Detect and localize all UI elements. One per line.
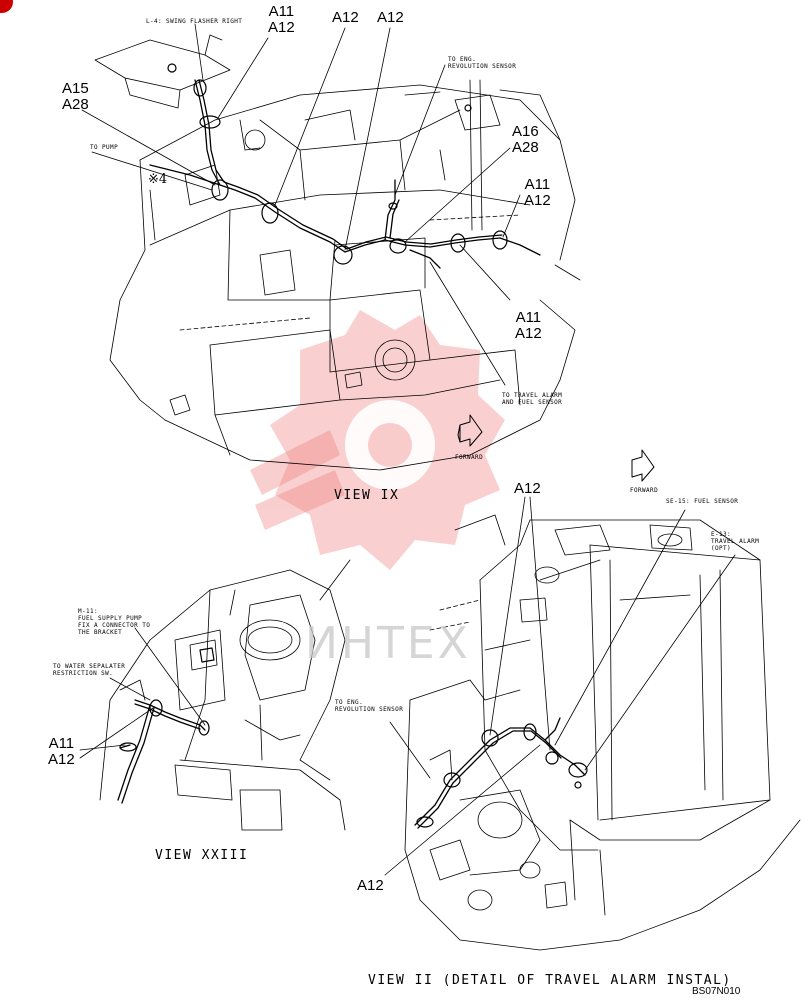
note-to-eng-rev-1: TO ENG. REVOLUTION SENSOR <box>448 56 517 70</box>
view-ii-title: VIEW II (DETAIL OF TRAVEL ALARM INSTAL) <box>368 973 732 988</box>
view-ii-harness <box>414 717 586 829</box>
view-xxiii-structure <box>99 559 351 831</box>
view-xxiii-title: VIEW XXIII <box>155 848 249 863</box>
view-ix-leaders <box>81 23 521 386</box>
callout-a11-a12-view-xxiii: A11 A12 <box>48 735 75 768</box>
note-forward-1: FORWARD <box>455 454 484 461</box>
callout-a15-a28: A15 A28 <box>62 80 89 113</box>
view-ix-harness <box>149 79 541 269</box>
view-xxiii-clamps <box>119 647 215 752</box>
note-travel-alarm-opt: E-13: TRAVEL ALARM (OPT) <box>711 531 760 552</box>
view-xxiii-leaders <box>79 627 206 759</box>
view-ii-structure <box>404 514 801 951</box>
view-ix-title: VIEW IX <box>334 488 400 503</box>
callout-a11-a12-top: A11 A12 <box>268 3 295 36</box>
note-fuel-supply-pump: M-11: FUEL SUPPLY PUMP FIX A CONNECTOR T… <box>78 608 151 636</box>
note-fuel-sensor: SE-15: FUEL SENSOR <box>666 498 739 505</box>
note-swing-flasher: L-4: SWING FLASHER RIGHT <box>146 18 243 25</box>
forward-arrow-icon <box>457 414 483 447</box>
note-water-separater: TO WATER SEPALATER RESTRICTION SW. <box>53 663 126 677</box>
note-to-travel-alarm: TO TRAVEL ALARM AND FUEL SENSOR <box>502 392 563 406</box>
note-to-eng-rev-2: TO ENG. REVOLUTION SENSOR <box>335 699 404 713</box>
callout-a12-top-2: A12 <box>377 9 404 26</box>
corner-badge <box>0 0 13 13</box>
note-forward-2: FORWARD <box>630 487 659 494</box>
view-xxiii-harness <box>117 699 206 804</box>
callout-a11-a12-mid: A11 A12 <box>515 309 542 342</box>
watermark-text: ИНТЕХ <box>305 618 471 669</box>
callout-a12-top-1: A12 <box>332 9 359 26</box>
view-ii-leaders <box>384 496 736 876</box>
callout-a16-a28: A16 A28 <box>512 123 539 156</box>
note-to-pump: TO PUMP <box>90 144 119 151</box>
callout-a12-view-ii-top: A12 <box>514 480 541 497</box>
marker-x4: ※4 <box>148 172 168 187</box>
view-ix-structure <box>94 34 581 471</box>
view-ix-clamps <box>167 63 508 265</box>
drawing-number: BS07N010 <box>692 986 741 997</box>
forward-arrow-icon-2 <box>631 449 655 482</box>
callout-a12-view-ii-bottom: A12 <box>357 877 384 894</box>
callout-a11-a12-right: A11 A12 <box>524 176 551 209</box>
view-ii-clamps <box>416 723 588 828</box>
